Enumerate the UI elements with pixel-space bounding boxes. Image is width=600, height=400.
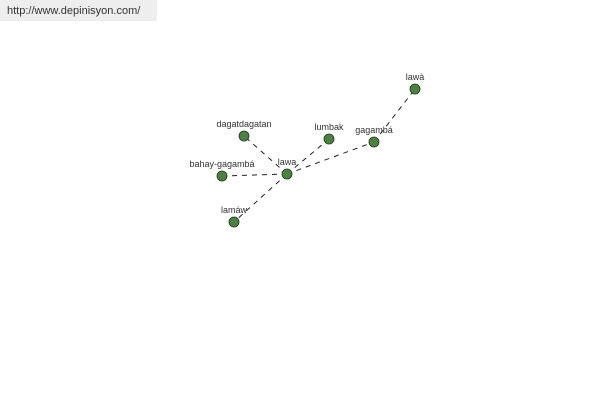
edge-lawa-gagamba	[286, 141, 375, 175]
edge-lawa-bahay-gagamba	[221, 173, 288, 177]
node-lumbak[interactable]: lumbak	[314, 122, 344, 145]
edge-lawa-lamaw	[233, 173, 288, 223]
node-label: dagatdagatan	[216, 119, 271, 129]
node-lawa2[interactable]: lawà	[406, 72, 425, 95]
node-lamaw[interactable]: lamáw	[221, 205, 248, 228]
node-circle[interactable]	[228, 216, 240, 228]
node-label: lamáw	[221, 205, 248, 215]
node-circle[interactable]	[409, 83, 421, 95]
node-circle[interactable]	[281, 168, 293, 180]
node-label: lawà	[406, 72, 425, 82]
node-circle[interactable]	[368, 136, 380, 148]
node-circle[interactable]	[323, 133, 335, 145]
node-circle[interactable]	[216, 170, 228, 182]
node-label: gagambá	[355, 125, 393, 135]
site-url-link[interactable]: http://www.depinisyon.com/	[0, 0, 157, 21]
node-label: lumbak	[314, 122, 344, 132]
node-dagatdagatan[interactable]: dagatdagatan	[216, 119, 272, 142]
node-bahay-gagamba[interactable]: bahay-gagambá	[189, 159, 255, 182]
node-label: lawa	[278, 157, 297, 167]
node-circle[interactable]	[238, 130, 250, 142]
node-label: bahay-gagambá	[189, 159, 254, 169]
node-lawa[interactable]: lawa	[278, 157, 297, 180]
node-gagamba[interactable]: gagambá	[355, 125, 393, 148]
edge-gagamba-lawa2	[373, 88, 416, 143]
